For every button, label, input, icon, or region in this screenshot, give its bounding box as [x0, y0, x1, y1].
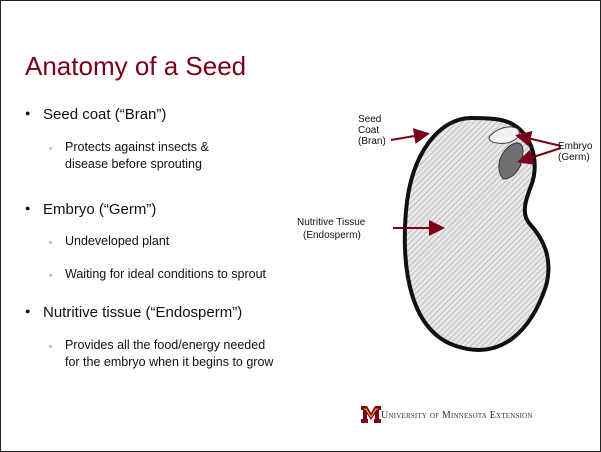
footer-organization: University of Minnesota Extension — [381, 410, 533, 421]
nutritive-tissue-label: Nutritive Tissue (Endosperm) — [297, 216, 365, 242]
seed-coat-label: Seed Coat (Bran) — [358, 114, 386, 147]
seed-body — [405, 118, 549, 350]
university-m-logo — [361, 404, 381, 424]
seed-coat-arrow — [391, 134, 426, 140]
embryo-label: Embryo (Germ) — [558, 141, 592, 163]
